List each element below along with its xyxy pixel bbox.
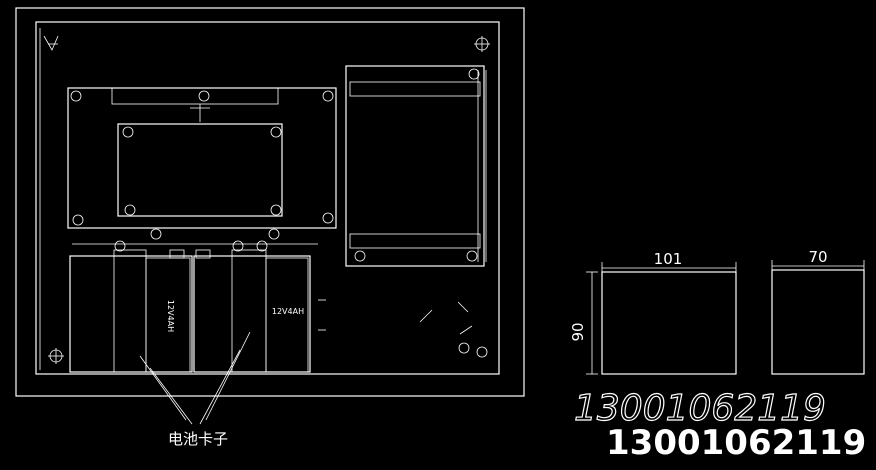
corner-mark-top-right [474,36,490,52]
battery-clip-label: 电池卡子 [168,430,228,448]
battery-left-label: 12V4AH [166,300,175,332]
phone-watermark-outline: 13001062119 [574,388,826,429]
battery-rail [72,228,318,259]
enclosure-outline [15,7,525,397]
corner-mark-top-left [43,35,59,51]
screw-bottom-left [48,348,64,364]
detail-box-2 [771,260,865,375]
right-panel [345,65,487,267]
phone-watermark-solid: 13001062119 [606,423,866,463]
inner-component [117,123,283,217]
dimension-height-90: 90 [569,322,587,341]
dimension-width-101: 101 [654,250,683,268]
fasteners-right [318,299,488,358]
battery-right-label: 12V4AH [272,307,304,316]
clip-leader-lines [139,331,251,425]
mounting-plate [67,87,337,229]
battery-right: 12V4AH [193,249,311,373]
battery-left: 12V4AH [69,249,193,373]
detail-box-1 [586,262,737,375]
dimension-width-70: 70 [808,248,827,266]
